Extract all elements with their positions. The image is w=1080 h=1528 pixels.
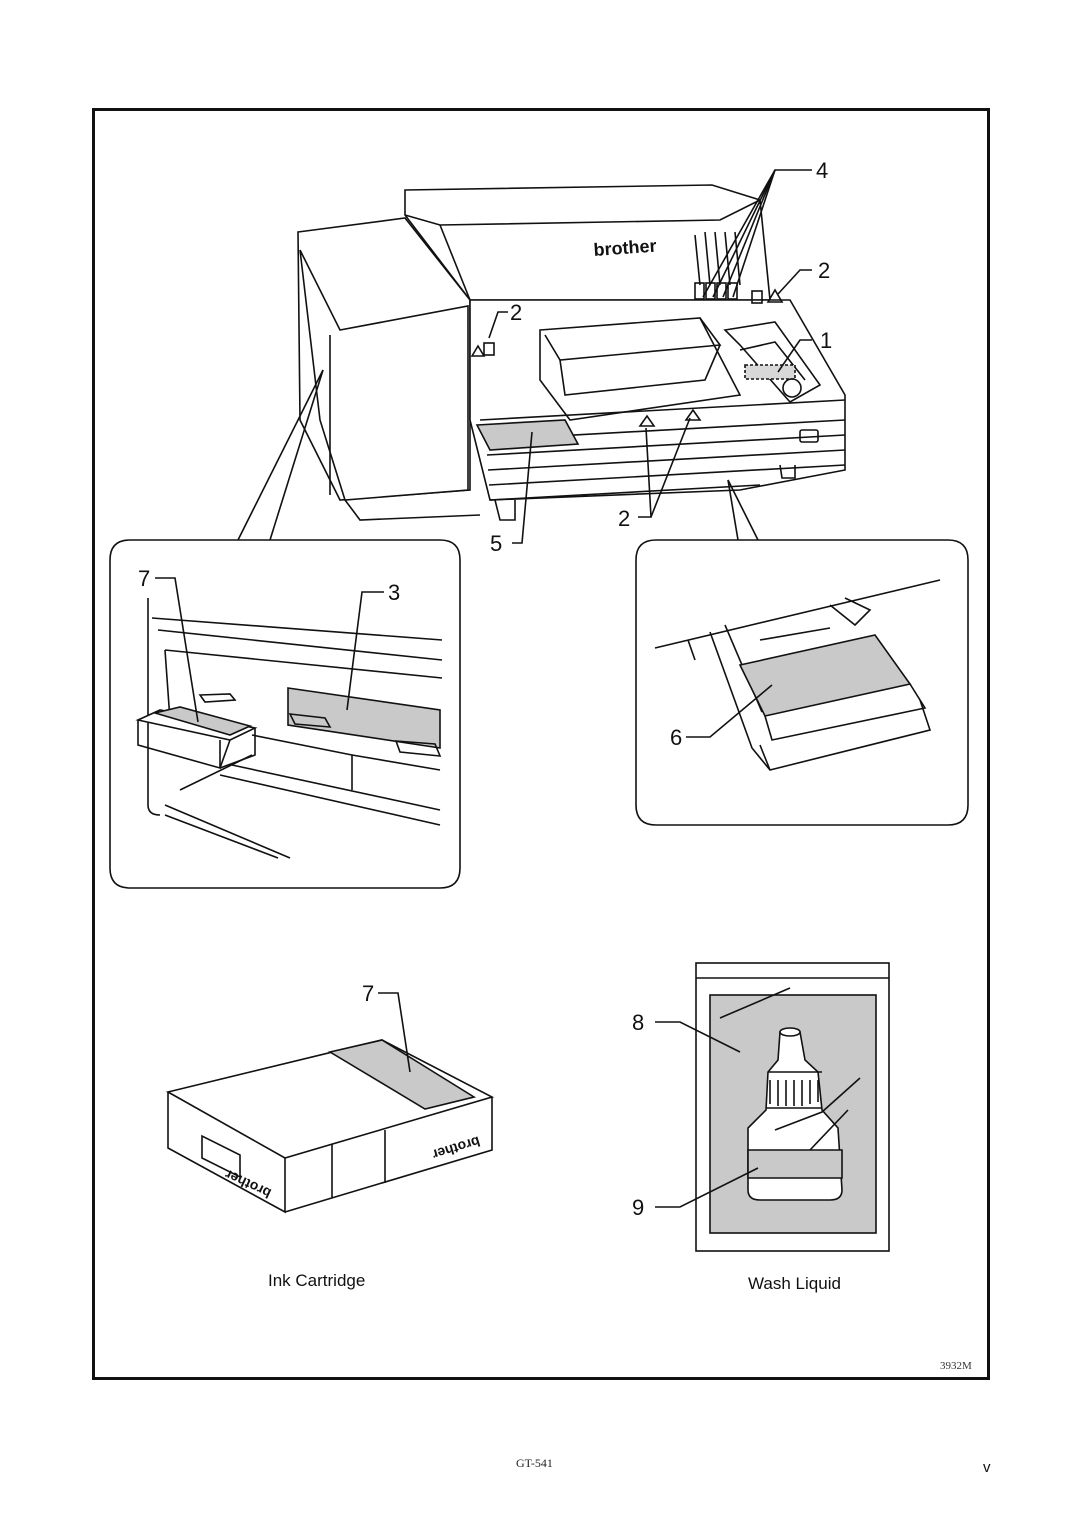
cartridge-label-leader — [378, 992, 411, 1073]
tray-label-detail — [635, 539, 969, 826]
cartridge-logo-top: brother — [430, 1133, 482, 1163]
printer-illustration: brother — [297, 184, 846, 521]
callout-2-right: 2 — [818, 258, 831, 283]
callout-7-cartridge: 7 — [362, 981, 375, 1006]
printer-logo: brother — [593, 236, 657, 260]
footer-page-number: v — [983, 1459, 991, 1476]
cover-label-leaders — [155, 577, 384, 723]
callout-3: 3 — [388, 580, 401, 605]
callout-5: 5 — [490, 531, 503, 556]
callout-2-left: 2 — [510, 300, 523, 325]
callout-2-front: 2 — [618, 506, 631, 531]
figure-frame — [92, 108, 990, 1380]
printer-leader-lines — [488, 169, 812, 544]
caption-ink-cartridge: Ink Cartridge — [268, 1271, 366, 1290]
cover-label-detail — [109, 539, 461, 889]
callout-8: 8 — [632, 1010, 645, 1035]
wash-liquid-illustration — [695, 962, 890, 1252]
wash-liquid-leaders — [655, 1021, 759, 1208]
callout-1: 1 — [820, 328, 833, 353]
callout-7-cover: 7 — [138, 566, 151, 591]
callout-6: 6 — [670, 725, 683, 750]
cartridge-logo-side: brother — [222, 1166, 274, 1201]
figure-code: 3932M — [940, 1360, 972, 1372]
footer-model: GT-541 — [516, 1456, 553, 1470]
ink-cartridge-illustration: brother brother — [165, 1039, 495, 1214]
caption-wash-liquid: Wash Liquid — [748, 1274, 841, 1293]
tray-label-leader — [686, 684, 773, 738]
callout-4: 4 — [816, 158, 829, 183]
callout-9: 9 — [632, 1195, 645, 1220]
